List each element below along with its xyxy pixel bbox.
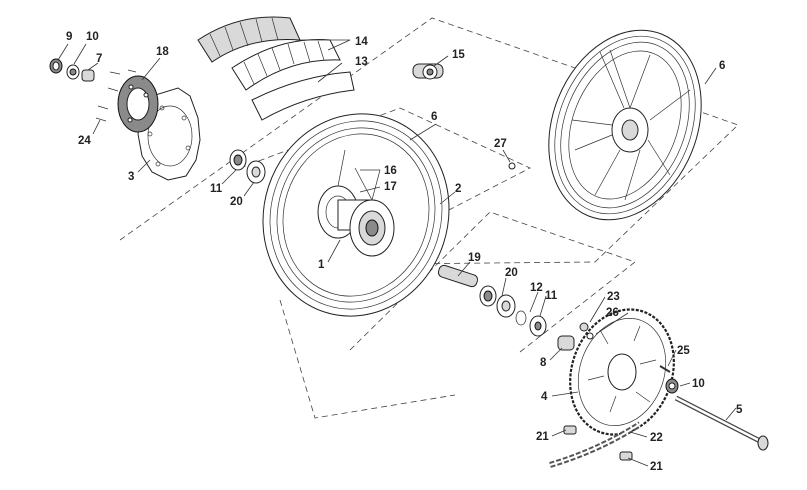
rear-axle (665, 378, 769, 451)
callout-17: 17 (384, 181, 397, 193)
callout-18: 18 (156, 46, 169, 58)
axle-spacer-group (437, 264, 575, 351)
drive-chain (549, 421, 642, 468)
valve (508, 162, 516, 170)
cast-wheel (548, 29, 702, 221)
callout-10-right: 10 (692, 378, 705, 390)
wheel-hub (317, 149, 395, 257)
callout-12: 12 (530, 282, 543, 294)
callout-24: 24 (78, 135, 91, 147)
callout-15: 15 (452, 49, 465, 61)
callout-25: 25 (677, 345, 690, 357)
callout-5: 5 (736, 404, 743, 416)
tire-sections (197, 16, 355, 121)
callout-11: 11 (210, 183, 223, 195)
callout-13: 13 (355, 56, 368, 68)
chain-adjuster (412, 63, 444, 80)
sprocket-fasteners (579, 322, 671, 373)
callout-1: 1 (318, 259, 325, 271)
callout-labels: 9 10 7 18 24 3 11 20 14 13 15 6 6 27 16 … (66, 31, 743, 473)
callout-4: 4 (541, 391, 548, 403)
callout-10: 10 (86, 31, 99, 43)
callout-9: 9 (66, 31, 72, 43)
callout-8: 8 (540, 357, 547, 369)
callout-3: 3 (128, 171, 134, 183)
callout-6: 6 (431, 111, 437, 123)
callout-21-bottom: 21 (650, 461, 663, 473)
callout-14: 14 (355, 36, 368, 48)
callout-20: 20 (230, 196, 243, 208)
disc-carrier (117, 75, 159, 133)
callout-6-cast: 6 (719, 60, 725, 72)
callout-27: 27 (494, 138, 507, 150)
callout-2: 2 (455, 183, 461, 195)
callout-21: 21 (536, 431, 549, 443)
callout-16: 16 (384, 165, 397, 177)
callout-22: 22 (650, 432, 663, 444)
callout-11-right: 11 (545, 290, 558, 302)
callout-26: 26 (606, 307, 619, 319)
callout-19: 19 (468, 252, 481, 264)
leader-lines (57, 39, 737, 467)
callout-7: 7 (96, 53, 102, 65)
left-bearings (229, 149, 266, 184)
callout-20-right: 20 (505, 267, 518, 279)
callout-23: 23 (607, 291, 620, 303)
